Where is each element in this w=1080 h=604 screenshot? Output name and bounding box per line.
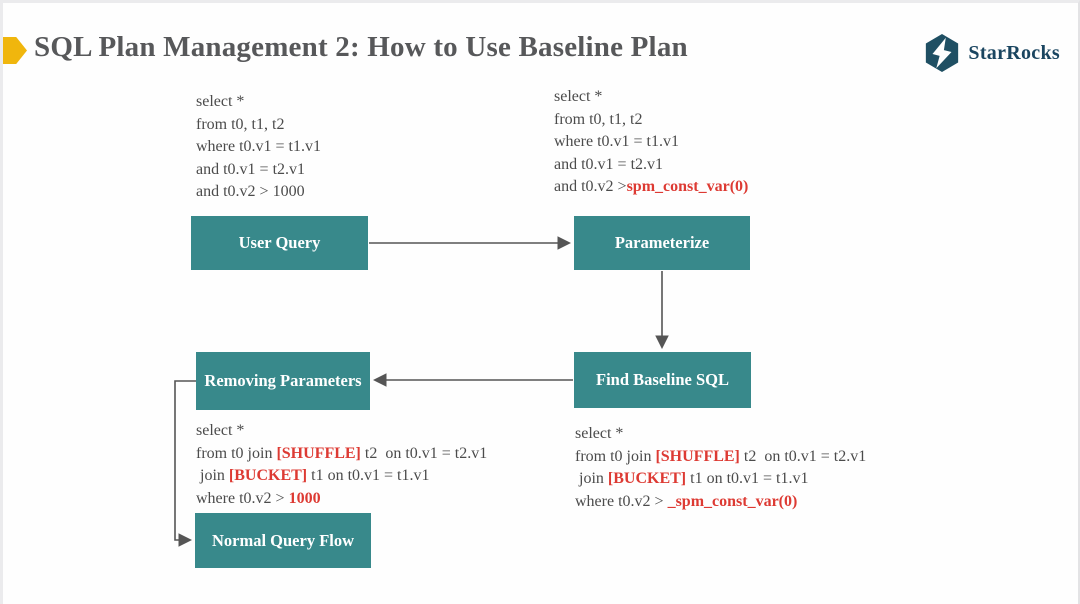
code-parameterized-query: select * from t0, t1, t2 where t0.v1 = t1.…: [554, 86, 748, 199]
code-line: where t0.v1 = t1.v1: [196, 138, 321, 155]
code-line: from t0, t1, t2: [196, 115, 285, 133]
flow-connectors: [174, 236, 669, 547]
code-baseline-plan: select * from t0 join [SHUFFLE] t2 on t0.…: [575, 423, 866, 513]
node-find-baseline-sql: Find Baseline SQL: [574, 352, 751, 408]
code-line: and t0.v2 > 1000: [196, 183, 305, 200]
code-line: and t0.v1 = t2.v1: [554, 155, 664, 173]
page-title: SQL Plan Management 2: How to Use Baseli…: [34, 31, 688, 63]
code-line: where t0.v2 > _spm_const_var(0): [575, 492, 798, 510]
starrocks-hexagon-bolt-icon: [926, 34, 959, 72]
code-line: select *: [196, 93, 245, 110]
code-original-query: select * from t0, t1, t2 where t0.v1 = t1.…: [196, 91, 321, 204]
starrocks-logo: StarRocks: [923, 33, 1060, 73]
title-bullet-icon: [3, 37, 27, 64]
code-line: from t0, t1, t2: [554, 110, 643, 128]
node-normal-query-flow: Normal Query Flow: [195, 513, 371, 568]
code-line: select *: [196, 422, 245, 439]
node-removing-parameters: Removing Parameters: [196, 352, 370, 410]
code-line: and t0.v2 >spm_const_var(0): [554, 178, 749, 195]
code-line: select *: [575, 425, 624, 442]
code-line: select *: [554, 88, 603, 105]
code-line: from t0 join [SHUFFLE] t2 on t0.v1 = t2.…: [575, 447, 867, 465]
code-line: where t0.v2 > 1000: [196, 489, 321, 507]
connector-removingparams-to-normalqueryflow: [174, 380, 196, 547]
node-user-query: User Query: [191, 216, 368, 270]
code-line: and t0.v1 = t2.v1: [196, 160, 306, 178]
code-line: where t0.v1 = t1.v1: [554, 133, 679, 150]
code-line: from t0 join [SHUFFLE] t2 on t0.v1 = t2.…: [196, 444, 488, 462]
node-parameterize: Parameterize: [574, 216, 750, 270]
code-line: join [BUCKET] t1 on t0.v1 = t1.v1: [575, 470, 809, 487]
code-final-plan: select * from t0 join [SHUFFLE] t2 on t0.…: [196, 420, 487, 510]
starrocks-logo-text: StarRocks: [968, 41, 1060, 64]
code-line: join [BUCKET] t1 on t0.v1 = t1.v1: [196, 467, 430, 484]
